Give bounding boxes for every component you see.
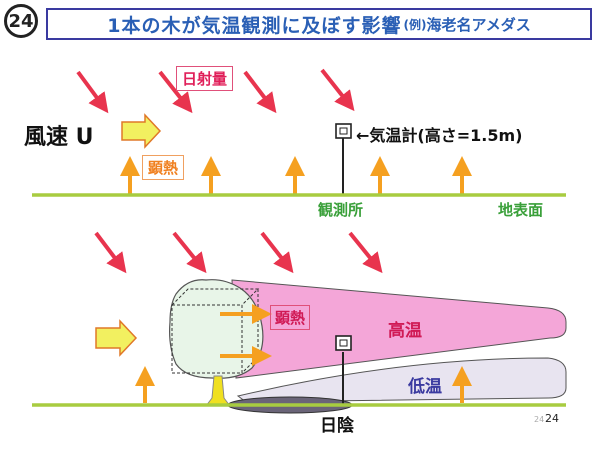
station-label: 観測所 [318,201,364,219]
shade-label: 日陰 [320,416,354,436]
title-main: 1本の木が気温観測に及ぼす影響 [107,14,402,37]
page-number-small: 24 [534,415,545,424]
sun-arrow [172,231,207,274]
sensible-heat-arrows-top [120,156,472,194]
title-place: 海老名アメダス [426,15,531,34]
thermometer-inner-top [339,127,348,135]
solar-radiation-arrows-top [76,68,355,114]
sun-arrow [76,70,109,114]
sun-arrow [158,70,193,114]
title-example: (例) [403,17,427,32]
solar-radiation-arrows-bottom [94,231,383,274]
solar-radiation-label: 日射量 [176,66,234,91]
sensible-heat-label-bottom: 顕熱 [270,305,311,330]
sun-arrow [348,231,383,274]
page-number: 24 [545,412,559,425]
sun-arrow [243,70,277,114]
slide-number-badge: 24 [4,4,38,38]
sun-arrow [94,231,127,274]
sun-arrow [260,231,294,274]
sensible-heat-label-top: 顕熱 [142,155,185,180]
wind-arrow-bottom [95,319,138,357]
wind-speed-label: 風速 U [24,125,94,150]
bottom-panel [32,231,567,414]
tree-crown [169,279,264,379]
top-panel [32,68,566,197]
thermometer-label: ←気温計(高さ=1.5m) [356,126,523,145]
tree-trunk [205,375,231,407]
badge-number: 24 [8,10,34,32]
title-box: 1本の木が気温観測に及ぼす影響 (例) 海老名アメダス [46,8,592,40]
sensible-heat-arrows-bottom [135,366,472,403]
sun-arrow [320,68,355,112]
low-temp-band [236,357,567,403]
ground-surface-label: 地表面 [498,201,544,219]
high-temp-label: 高温 [388,321,422,341]
thermometer-inner-bottom [339,339,348,347]
wind-arrow-top [121,113,162,149]
high-temp-plume [231,279,567,379]
low-temp-label: 低温 [408,377,442,397]
